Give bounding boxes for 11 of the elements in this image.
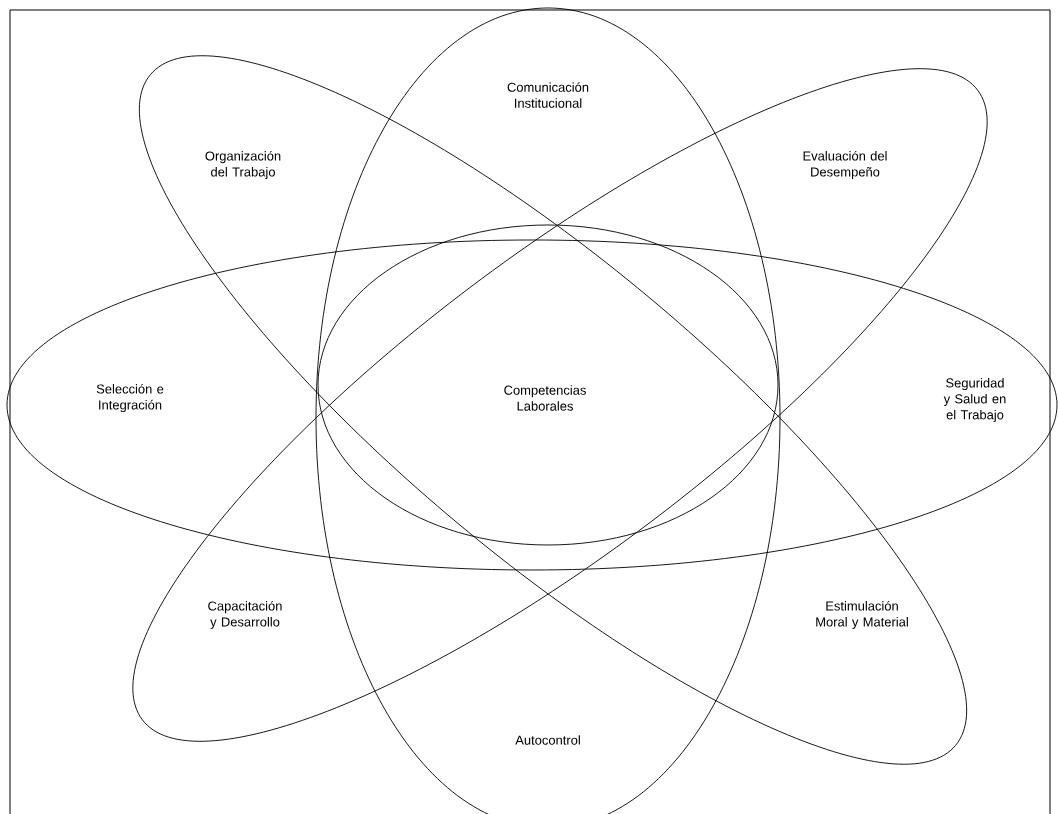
ellipse-label: Capacitación y Desarrollo <box>208 600 282 630</box>
ellipse-label: Comunicación Institucional <box>507 82 589 108</box>
ellipse-label: Autocontrol <box>515 735 580 745</box>
ellipse-label: Estimulación Moral y Material <box>816 600 908 630</box>
ellipse-label: Evaluación del Desempeño <box>803 150 887 180</box>
ellipse-label: Competencias Laborales <box>504 385 586 411</box>
ellipse-label: Seguridad y Salud en el Trabajo <box>943 378 1006 422</box>
ellipse <box>6 239 1058 571</box>
ellipse-label: Organización del Trabajo <box>205 150 281 180</box>
ellipse <box>317 224 779 546</box>
ellipse-label: Selección e Integración <box>96 383 164 413</box>
